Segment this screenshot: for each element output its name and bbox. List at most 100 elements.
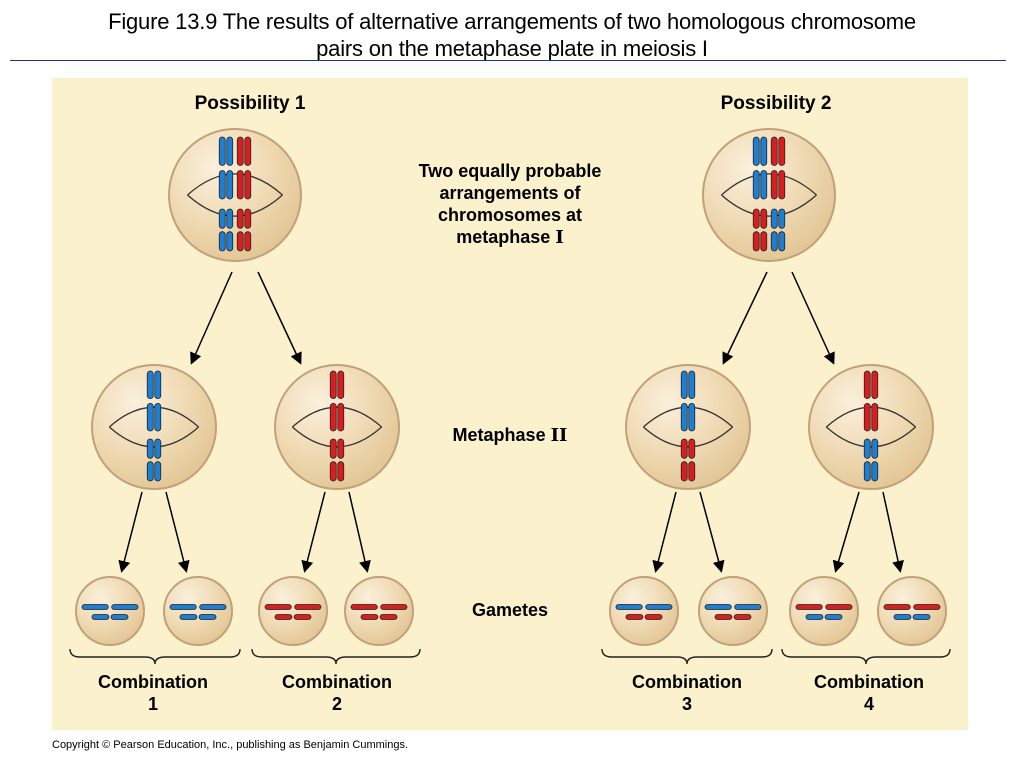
chromatid-arm: [912, 614, 931, 620]
title-line-1: Figure 13.9 The results of alternative a…: [108, 9, 916, 34]
spindle-fiber: [108, 406, 200, 428]
chromatid-arm: [760, 208, 768, 229]
long-chromosome: [863, 370, 879, 432]
chromatid-arm: [913, 604, 941, 610]
center-note-line-4-text: metaphase: [456, 227, 556, 247]
spindle-fiber: [187, 173, 283, 196]
chromatid-arm: [218, 170, 226, 200]
long-chromosome: [704, 604, 762, 610]
short-chromosome: [274, 614, 312, 620]
combination-4-word: Combination: [814, 672, 924, 692]
chromatid-arm: [863, 461, 871, 482]
combination-brace: [601, 648, 773, 665]
long-chromosome: [350, 604, 408, 610]
chromatid-arm: [863, 370, 871, 400]
arrows-layer: [118, 271, 904, 573]
long-chromosome: [795, 604, 853, 610]
long-chromosome: [264, 604, 322, 610]
chromatid-arm: [760, 231, 768, 252]
chromatid-arm: [244, 136, 252, 166]
short-chromosome: [625, 614, 663, 620]
arrow: [301, 491, 326, 573]
center-note: Two equally probable arrangements of chr…: [380, 160, 640, 249]
title-rule: [10, 60, 1006, 61]
long-chromosome: [615, 604, 673, 610]
chromatid-arm: [91, 614, 110, 620]
chromatid-arm: [734, 604, 762, 610]
metaphase-2-cell-3: [625, 364, 751, 490]
copyright-text: Copyright © Pearson Education, Inc., pub…: [52, 739, 409, 751]
spindle-fiber: [642, 426, 734, 448]
long-chromosome: [218, 136, 234, 200]
chromatid-arm: [264, 604, 292, 610]
short-chromosome: [360, 614, 398, 620]
short-chromosome: [863, 438, 879, 482]
chromatid-arm: [615, 604, 643, 610]
cell-membrane: [698, 576, 768, 646]
gamete-cell-8: [877, 576, 947, 646]
chromatid-arm: [871, 402, 879, 432]
chromatid-arm: [714, 614, 733, 620]
chromatid-arm: [198, 614, 217, 620]
chromatid-arm: [236, 136, 244, 166]
metaphase-2-cell-1: [91, 364, 217, 490]
combination-3-word: Combination: [632, 672, 742, 692]
long-chromosome: [236, 136, 252, 200]
short-chromosome: [236, 208, 252, 252]
chromatid-arm: [752, 208, 760, 229]
spindle-fiber: [108, 426, 200, 448]
gametes-label: Gametes: [471, 600, 549, 620]
chromatid-arm: [146, 461, 154, 482]
combination-1-label: Combination 1: [78, 671, 228, 715]
chromatid-arm: [236, 170, 244, 200]
combination-4-label: Combination 4: [794, 671, 944, 715]
gamete-cell-4: [344, 576, 414, 646]
arrow: [257, 271, 302, 365]
chromatid-arm: [293, 614, 312, 620]
cells-layer: [75, 128, 947, 646]
short-chromosome: [91, 614, 129, 620]
gamete-cell-3: [258, 576, 328, 646]
chromatid-arm: [81, 604, 109, 610]
chromatid-arm: [244, 170, 252, 200]
cell-membrane: [163, 576, 233, 646]
chromatid-arm: [154, 370, 162, 400]
long-chromosome: [680, 370, 696, 432]
short-chromosome: [752, 208, 768, 252]
spindle-fiber: [291, 426, 383, 448]
short-chromosome: [146, 438, 162, 482]
gamete-cell-7: [789, 576, 859, 646]
chromatid-arm: [146, 438, 154, 459]
cell-membrane: [808, 364, 934, 490]
combination-1-word: Combination: [98, 672, 208, 692]
cell-membrane: [168, 128, 302, 262]
chromatid-arm: [680, 370, 688, 400]
arrow: [699, 491, 725, 573]
cell-membrane: [75, 576, 145, 646]
chromatid-arm: [770, 231, 778, 252]
center-note-line-3: chromosomes at: [437, 205, 583, 225]
chromatid-arm: [770, 208, 778, 229]
chromatid-arm: [688, 370, 696, 400]
chromatid-arm: [760, 170, 768, 200]
chromatid-arm: [337, 402, 345, 432]
combination-4-number: 4: [863, 694, 874, 714]
arrow: [190, 271, 233, 365]
chromatid-arm: [169, 604, 197, 610]
chromatid-arm: [733, 614, 752, 620]
chromatid-arm: [329, 461, 337, 482]
combination-brace: [69, 648, 241, 665]
chromatid-arm: [329, 438, 337, 459]
arrow: [722, 271, 768, 365]
short-chromosome: [680, 438, 696, 482]
chromatid-arm: [337, 438, 345, 459]
chromatid-arm: [871, 370, 879, 400]
chromatid-arm: [146, 370, 154, 400]
slide-title: Figure 13.9 The results of alternative a…: [0, 8, 1024, 62]
spindle-fiber: [825, 406, 917, 428]
chromatid-arm: [236, 231, 244, 252]
metaphase-2-label: Metaphase II: [420, 424, 600, 447]
metaphase-2-cell-2: [274, 364, 400, 490]
chromatid-arm: [778, 170, 786, 200]
combination-2-label: Combination 2: [262, 671, 412, 715]
